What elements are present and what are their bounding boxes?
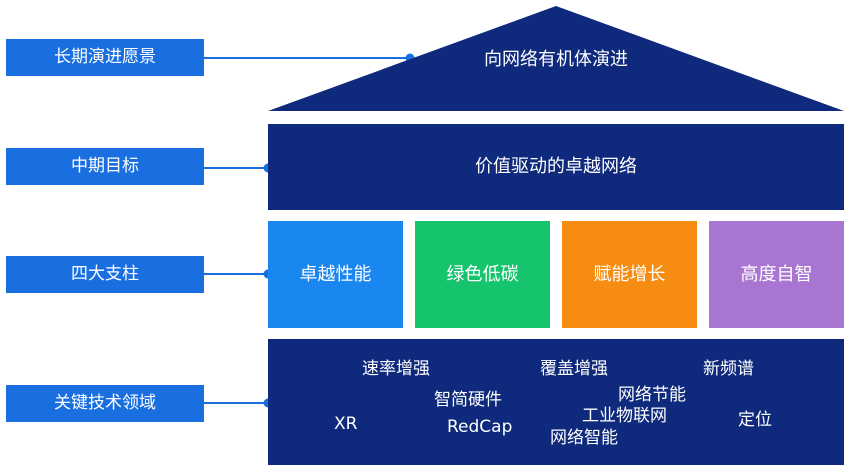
- vision-text: 向网络有机体演进: [484, 49, 628, 70]
- label-vision: 长期演进愿景: [6, 39, 204, 76]
- label-tech: 关键技术领域: [6, 385, 204, 422]
- tech-term: 定位: [738, 410, 772, 430]
- tech-term: 工业物联网: [582, 406, 667, 426]
- label-pillars: 四大支柱: [6, 256, 204, 293]
- tech-term: 网络智能: [550, 428, 618, 448]
- tech-term: 新频谱: [703, 359, 754, 379]
- tech-term: 网络节能: [618, 385, 686, 405]
- tech-block: 速率增强 覆盖增强 新频谱 智简硬件 网络节能 XR RedCap 工业物联网 …: [268, 339, 844, 465]
- tech-term: XR: [334, 414, 358, 434]
- tech-term: 智简硬件: [434, 390, 502, 410]
- pillar-autonomy: 高度自智: [709, 221, 844, 328]
- pillar-green: 绿色低碳: [415, 221, 550, 328]
- tech-term: 速率增强: [362, 359, 430, 379]
- pillar-growth: 赋能增长: [562, 221, 697, 328]
- pillar-performance: 卓越性能: [268, 221, 403, 328]
- goal-block: 价值驱动的卓越网络: [268, 124, 844, 210]
- tech-term: 覆盖增强: [540, 359, 608, 379]
- tech-term: RedCap: [447, 417, 513, 437]
- label-goal: 中期目标: [6, 148, 204, 185]
